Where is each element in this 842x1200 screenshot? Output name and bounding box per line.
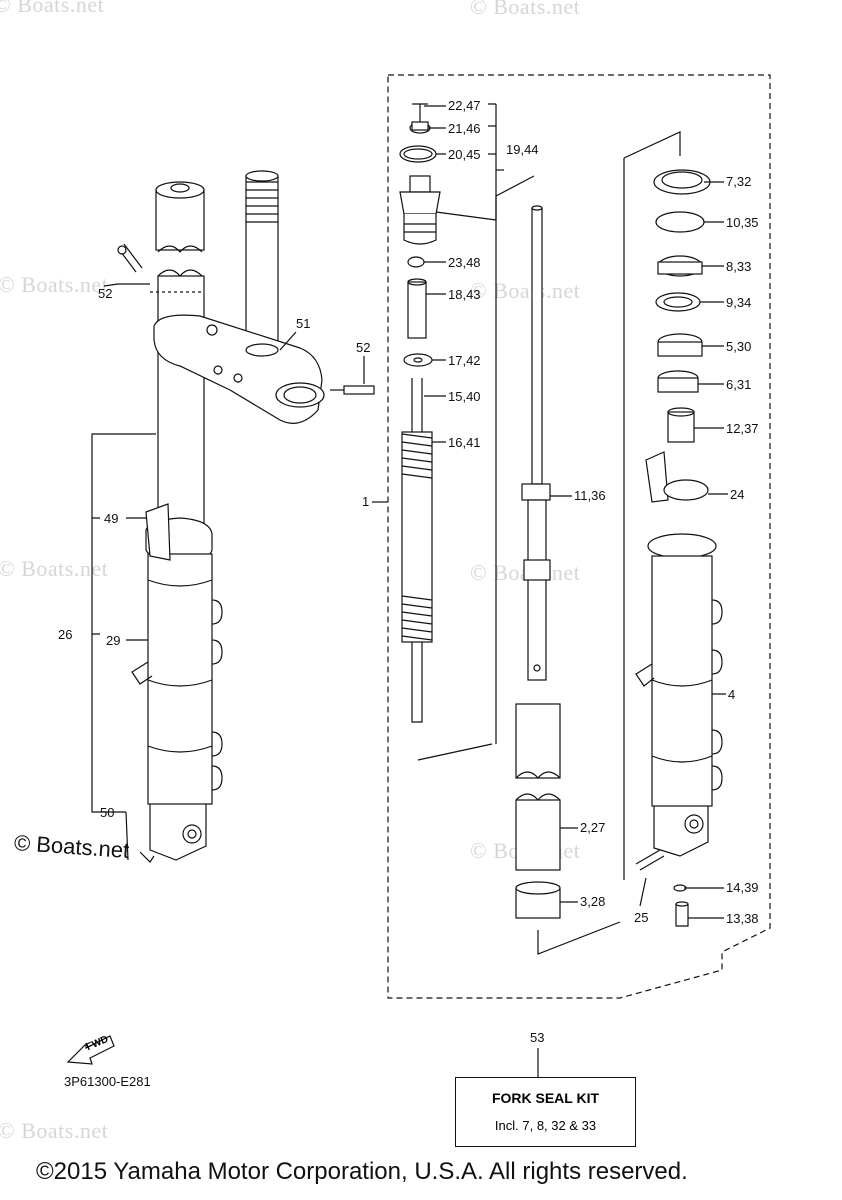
inner-tube-assembly (495, 175, 621, 955)
callout-3-28[interactable]: 3,28 (580, 894, 606, 909)
fwd-arrow-icon (66, 1035, 115, 1065)
callout-52-left[interactable]: 52 (98, 286, 113, 301)
callout-17-42[interactable]: 17,42 (448, 353, 481, 368)
callout-51[interactable]: 51 (296, 316, 311, 331)
watermark: © Boats.net (0, 272, 109, 297)
watermark: © Boats.net (470, 0, 581, 19)
callout-23-48[interactable]: 23,48 (448, 255, 481, 270)
diagram-code: 3P61300-E281 (64, 1074, 151, 1089)
callout-1[interactable]: 1 (362, 494, 370, 509)
callout-11-36[interactable]: 11,36 (574, 488, 606, 503)
callout-4[interactable]: 4 (728, 687, 736, 702)
callout-14-39[interactable]: 14,39 (726, 880, 759, 895)
callout-8-33[interactable]: 8,33 (726, 259, 752, 274)
callout-53[interactable]: 53 (530, 1030, 545, 1045)
watermark: © Boats.net (0, 0, 105, 17)
watermark: © Boats.net (470, 278, 581, 303)
callout-15-40[interactable]: 15,40 (448, 389, 481, 404)
right-outer-tube-assembly (424, 105, 728, 927)
callout-19-44[interactable]: 19,44 (506, 142, 539, 157)
callout-12-37[interactable]: 12,37 (726, 421, 759, 436)
callout-52-right[interactable]: 52 (356, 340, 371, 355)
callout-2-27[interactable]: 2,27 (580, 820, 606, 835)
damper-rod-assembly (372, 103, 504, 761)
callout-7-32[interactable]: 7,32 (726, 174, 752, 189)
callout-49[interactable]: 49 (104, 511, 119, 526)
callout-21-46[interactable]: 21,46 (448, 121, 481, 136)
callout-5-30[interactable]: 5,30 (726, 339, 752, 354)
callout-10-35[interactable]: 10,35 (726, 215, 759, 230)
callout-16-41[interactable]: 16,41 (448, 435, 481, 450)
left-fork-assembly (91, 170, 375, 863)
callout-18-43[interactable]: 18,43 (448, 287, 481, 302)
callout-13-38[interactable]: 13,38 (726, 911, 759, 926)
callout-22-47[interactable]: 22,47 (448, 98, 481, 113)
callout-50[interactable]: 50 (100, 805, 115, 820)
callout-26[interactable]: 26 (58, 627, 73, 642)
assembly-outline (387, 74, 771, 999)
callout-24[interactable]: 24 (730, 487, 745, 502)
callout-6-31[interactable]: 6,31 (726, 377, 752, 392)
callout-20-45[interactable]: 20,45 (448, 147, 481, 162)
watermark: © Boats.net (0, 556, 109, 581)
fork-seal-kit-box[interactable]: FORK SEAL KIT Incl. 7, 8, 32 & 33 (455, 1077, 636, 1147)
kit-title: FORK SEAL KIT (491, 1090, 600, 1106)
copyright-text: ©2015 Yamaha Motor Corporation, U.S.A. A… (36, 1158, 688, 1185)
watermark: © Boats.net (0, 1118, 109, 1143)
callout-29[interactable]: 29 (106, 633, 121, 648)
callout-9-34[interactable]: 9,34 (726, 295, 752, 310)
callout-25[interactable]: 25 (634, 910, 649, 925)
kit-contents: Incl. 7, 8, 32 & 33 (494, 1118, 597, 1133)
